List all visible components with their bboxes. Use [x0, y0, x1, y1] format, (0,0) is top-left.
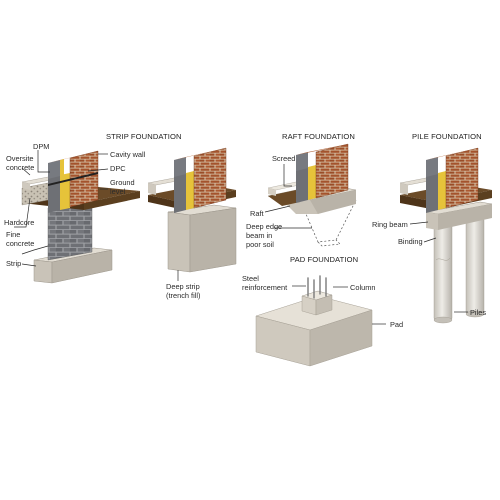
label-deep-edge-line3: poor soil [246, 240, 274, 249]
deep-strip-figure [147, 147, 237, 281]
label-column: Column [350, 283, 375, 292]
label-screed: Screed [272, 154, 295, 163]
pad-foundation-figure [255, 275, 386, 367]
label-steel-line1: Steel [242, 274, 259, 283]
label-deep-edge-line1: Deep edge [246, 222, 282, 231]
label-deep-edge-line2: beam in [246, 231, 272, 240]
label-fine-line1: Fine [6, 230, 20, 239]
title-raft-foundation: RAFT FOUNDATION [282, 132, 355, 141]
label-pad: Pad [390, 320, 403, 329]
title-pile-foundation: PILE FOUNDATION [412, 132, 482, 141]
label-piles: Piles [470, 308, 486, 317]
label-raft: Raft [250, 209, 264, 218]
label-ring-beam: Ring beam [372, 220, 408, 229]
pile-foundation-figure [399, 147, 493, 324]
label-hardcore: Hardcore [4, 218, 34, 227]
label-oversite-line2: concrete [6, 163, 34, 172]
pile-left [433, 223, 453, 321]
title-strip-foundation: STRIP FOUNDATION [106, 132, 182, 141]
label-binding: Binding [398, 237, 423, 246]
label-cavity-wall: Cavity wall [110, 150, 146, 159]
dpc-band [48, 172, 98, 186]
raft-foundation-figure [264, 143, 357, 247]
insulation-cavity [60, 173, 70, 210]
label-ground-line2: level [110, 187, 126, 196]
title-pad-foundation: PAD FOUNDATION [290, 255, 358, 264]
label-fine-line2: concrete [6, 239, 34, 248]
label-deep-strip-line1: Deep strip [166, 282, 200, 291]
label-dpc: DPC [110, 164, 126, 173]
pile-right [465, 217, 485, 315]
label-ground-line1: Ground [110, 178, 135, 187]
inner-blockwork-leaf [48, 175, 60, 213]
strip-foundation-figure [14, 150, 140, 284]
steel-starter-bars [307, 275, 327, 299]
label-strip: Strip [6, 259, 21, 268]
label-steel-line2: reinforcement [242, 283, 287, 292]
label-deep-strip-line2: (trench fill) [166, 291, 201, 300]
trench-fill-block [167, 211, 191, 273]
label-dpm: DPM [33, 142, 49, 151]
label-oversite-line1: Oversite [6, 154, 34, 163]
